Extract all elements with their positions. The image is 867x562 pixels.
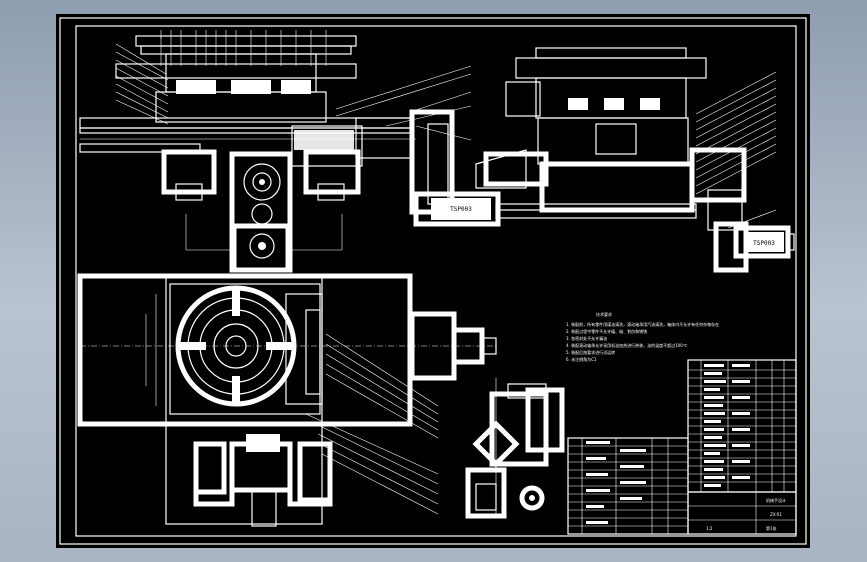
top-right-view [475,47,777,273]
technical-requirements: 技术要求 1. 装配前，所有零件用煤油清洗，滚动轴承用汽油清洗，箱体内不允许有任… [566,311,719,362]
inner-frame [75,25,797,537]
motor-right-label: TSP003 [753,240,775,247]
tech-req-title: 技术要求 [596,311,612,317]
tech-req-item: 4. 装配滚动轴承允许采用机油加热进行热装，油的温度不超过100℃ [566,342,688,348]
plan-view [77,273,497,527]
title-block-sheet: 第1张 [766,525,777,531]
parts-list: 机械手设计 ZX-01 1:2 第1张 [567,359,797,535]
tech-req-item: 5. 装配后按要求进行试运转 [566,349,615,355]
drawing-sheet: TSP003 [56,14,810,548]
detail-views [465,378,565,519]
assembly-drawing: TSP003 [59,17,807,545]
motor-top-label: TSP003 [450,206,472,213]
motor-top: TSP003 [413,191,501,227]
tech-req-item: 2. 装配过程中零件不允许磕、碰、划伤和锈蚀 [566,328,647,334]
tech-req-item: 1. 装配前，所有零件用煤油清洗，滚动轴承用汽油清洗，箱体内不允许有任何杂物存在 [566,321,719,327]
top-left-view [79,30,472,273]
title-block-drawing-no: ZX-01 [770,512,782,517]
title-block-name: 机械手设计 [766,497,786,503]
outer-border [59,17,807,545]
motor-right: TSP003 [733,225,795,259]
tech-req-item: 6. 未注倒角为C1 [566,356,597,362]
tech-req-item: 3. 各密封处不允许漏油 [566,335,607,341]
title-block-scale: 1:2 [706,526,713,531]
